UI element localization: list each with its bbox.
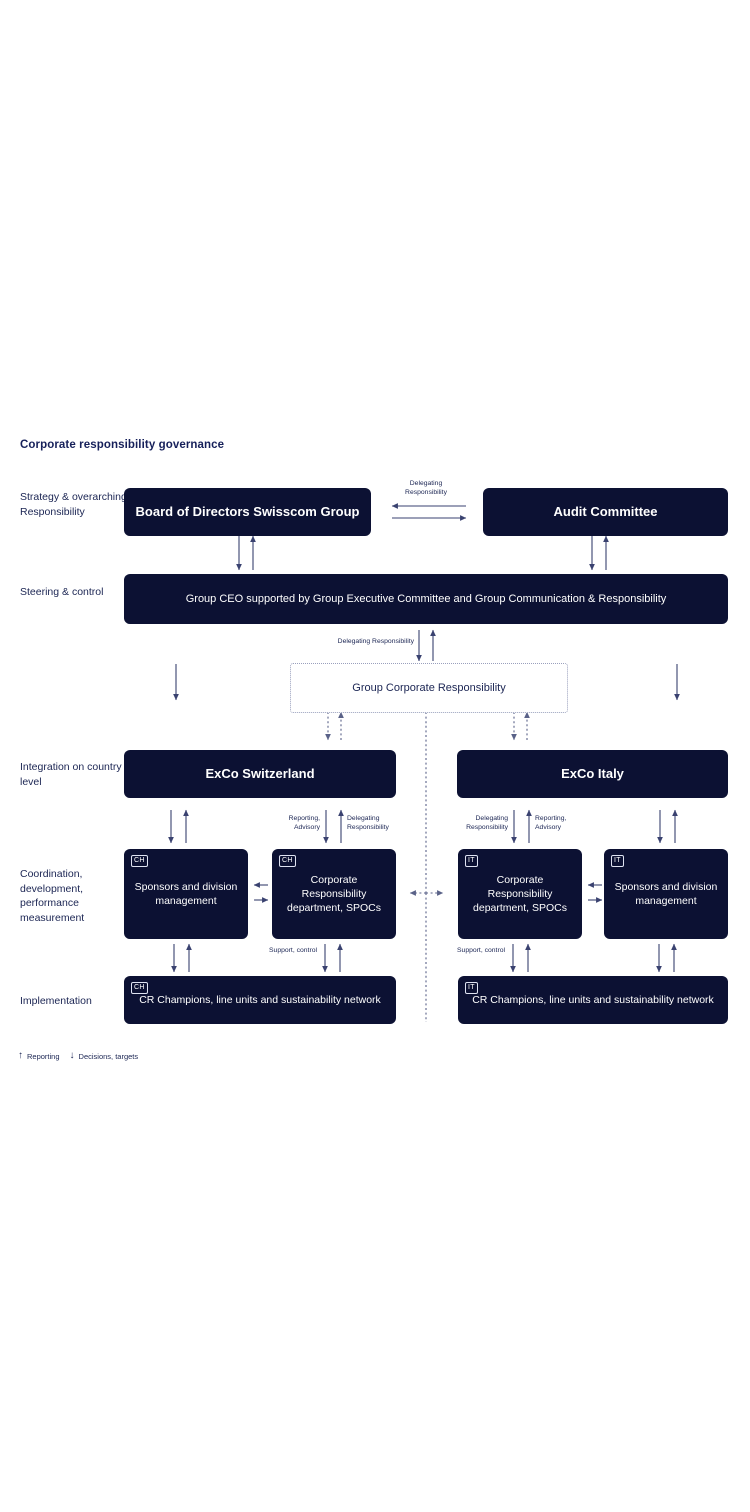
box-sponsors-division-ch[interactable]: CH Sponsors and division management	[124, 849, 248, 939]
caption-ch-delegating: Delegating Responsibility	[347, 815, 389, 831]
caption-it-reporting: Reporting, Advisory	[535, 815, 567, 831]
page-title: Corporate responsibility governance	[20, 439, 225, 451]
row-label-strategy: Strategy & overarching Responsibility	[20, 491, 127, 518]
caption-board-audit: Delegating Responsibility	[405, 480, 447, 496]
box-crdept-ch-label: Corporate Responsibility department, SPO…	[287, 874, 381, 914]
box-exco-it-label: ExCo Italy	[561, 766, 624, 781]
box-board-of-directors[interactable]: Board of Directors Swisscom Group	[124, 488, 371, 536]
box-audit-label: Audit Committee	[553, 504, 658, 519]
arrow-up-icon: ↑	[18, 1050, 23, 1061]
box-exco-italy[interactable]: ExCo Italy	[457, 750, 728, 798]
caption-it-support: Support, control	[457, 947, 505, 954]
row-label-implementation: Implementation	[20, 995, 92, 1007]
box-exco-ch-label: ExCo Switzerland	[205, 766, 315, 781]
box-cr-champions-it[interactable]: IT CR Champions, line units and sustaina…	[458, 976, 728, 1024]
box-champions-ch-label: CR Champions, line units and sustainabil…	[139, 994, 381, 1006]
box-group-ceo-label: Group CEO supported by Group Executive C…	[185, 593, 667, 605]
badge-ch-crdept: CH	[279, 855, 296, 867]
box-audit-committee[interactable]: Audit Committee	[483, 488, 728, 536]
caption-ch-reporting: Reporting, Advisory	[288, 815, 320, 831]
box-champions-it-label: CR Champions, line units and sustainabil…	[472, 994, 714, 1006]
badge-it-champions: IT	[465, 982, 478, 994]
caption-ch-support: Support, control	[269, 947, 317, 954]
legend: ↑ Reporting ↓ Decisions, targets	[18, 1051, 138, 1061]
box-cr-department-it[interactable]: IT Corporate Responsibility department, …	[458, 849, 582, 939]
arrow-down-icon: ↓	[69, 1050, 75, 1061]
legend-decisions-label: Decisions, targets	[78, 1051, 139, 1061]
box-sponsors-division-it[interactable]: IT Sponsors and division management	[604, 849, 728, 939]
badge-it-sponsors: IT	[611, 855, 624, 867]
legend-reporting-label: Reporting	[27, 1051, 60, 1061]
box-sponsors-ch-label: Sponsors and division management	[134, 881, 238, 907]
row-label-steering: Steering & control	[20, 586, 104, 598]
box-sponsors-it-label: Sponsors and division management	[614, 881, 718, 907]
caption-it-delegating: Delegating Responsibility	[466, 815, 508, 831]
badge-ch-champions: CH	[131, 982, 148, 994]
badge-it-crdept: IT	[465, 855, 478, 867]
row-label-coordination: Coordination, development, performance m…	[20, 868, 85, 924]
box-crdept-it-label: Corporate Responsibility department, SPO…	[473, 874, 567, 914]
caption-ceo-groupcr: Delegating Responsibility	[337, 638, 414, 645]
box-group-cr-label: Group Corporate Responsibility	[352, 682, 506, 694]
box-group-corporate-responsibility[interactable]: Group Corporate Responsibility	[290, 663, 568, 713]
box-cr-department-ch[interactable]: CH Corporate Responsibility department, …	[272, 849, 396, 939]
box-board-label: Board of Directors Swisscom Group	[135, 504, 360, 519]
row-label-integration: Integration on country level	[20, 761, 122, 788]
box-cr-champions-ch[interactable]: CH CR Champions, line units and sustaina…	[124, 976, 396, 1024]
box-exco-switzerland[interactable]: ExCo Switzerland	[124, 750, 396, 798]
badge-ch-sponsors: CH	[131, 855, 148, 867]
box-group-ceo[interactable]: Group CEO supported by Group Executive C…	[124, 574, 728, 624]
